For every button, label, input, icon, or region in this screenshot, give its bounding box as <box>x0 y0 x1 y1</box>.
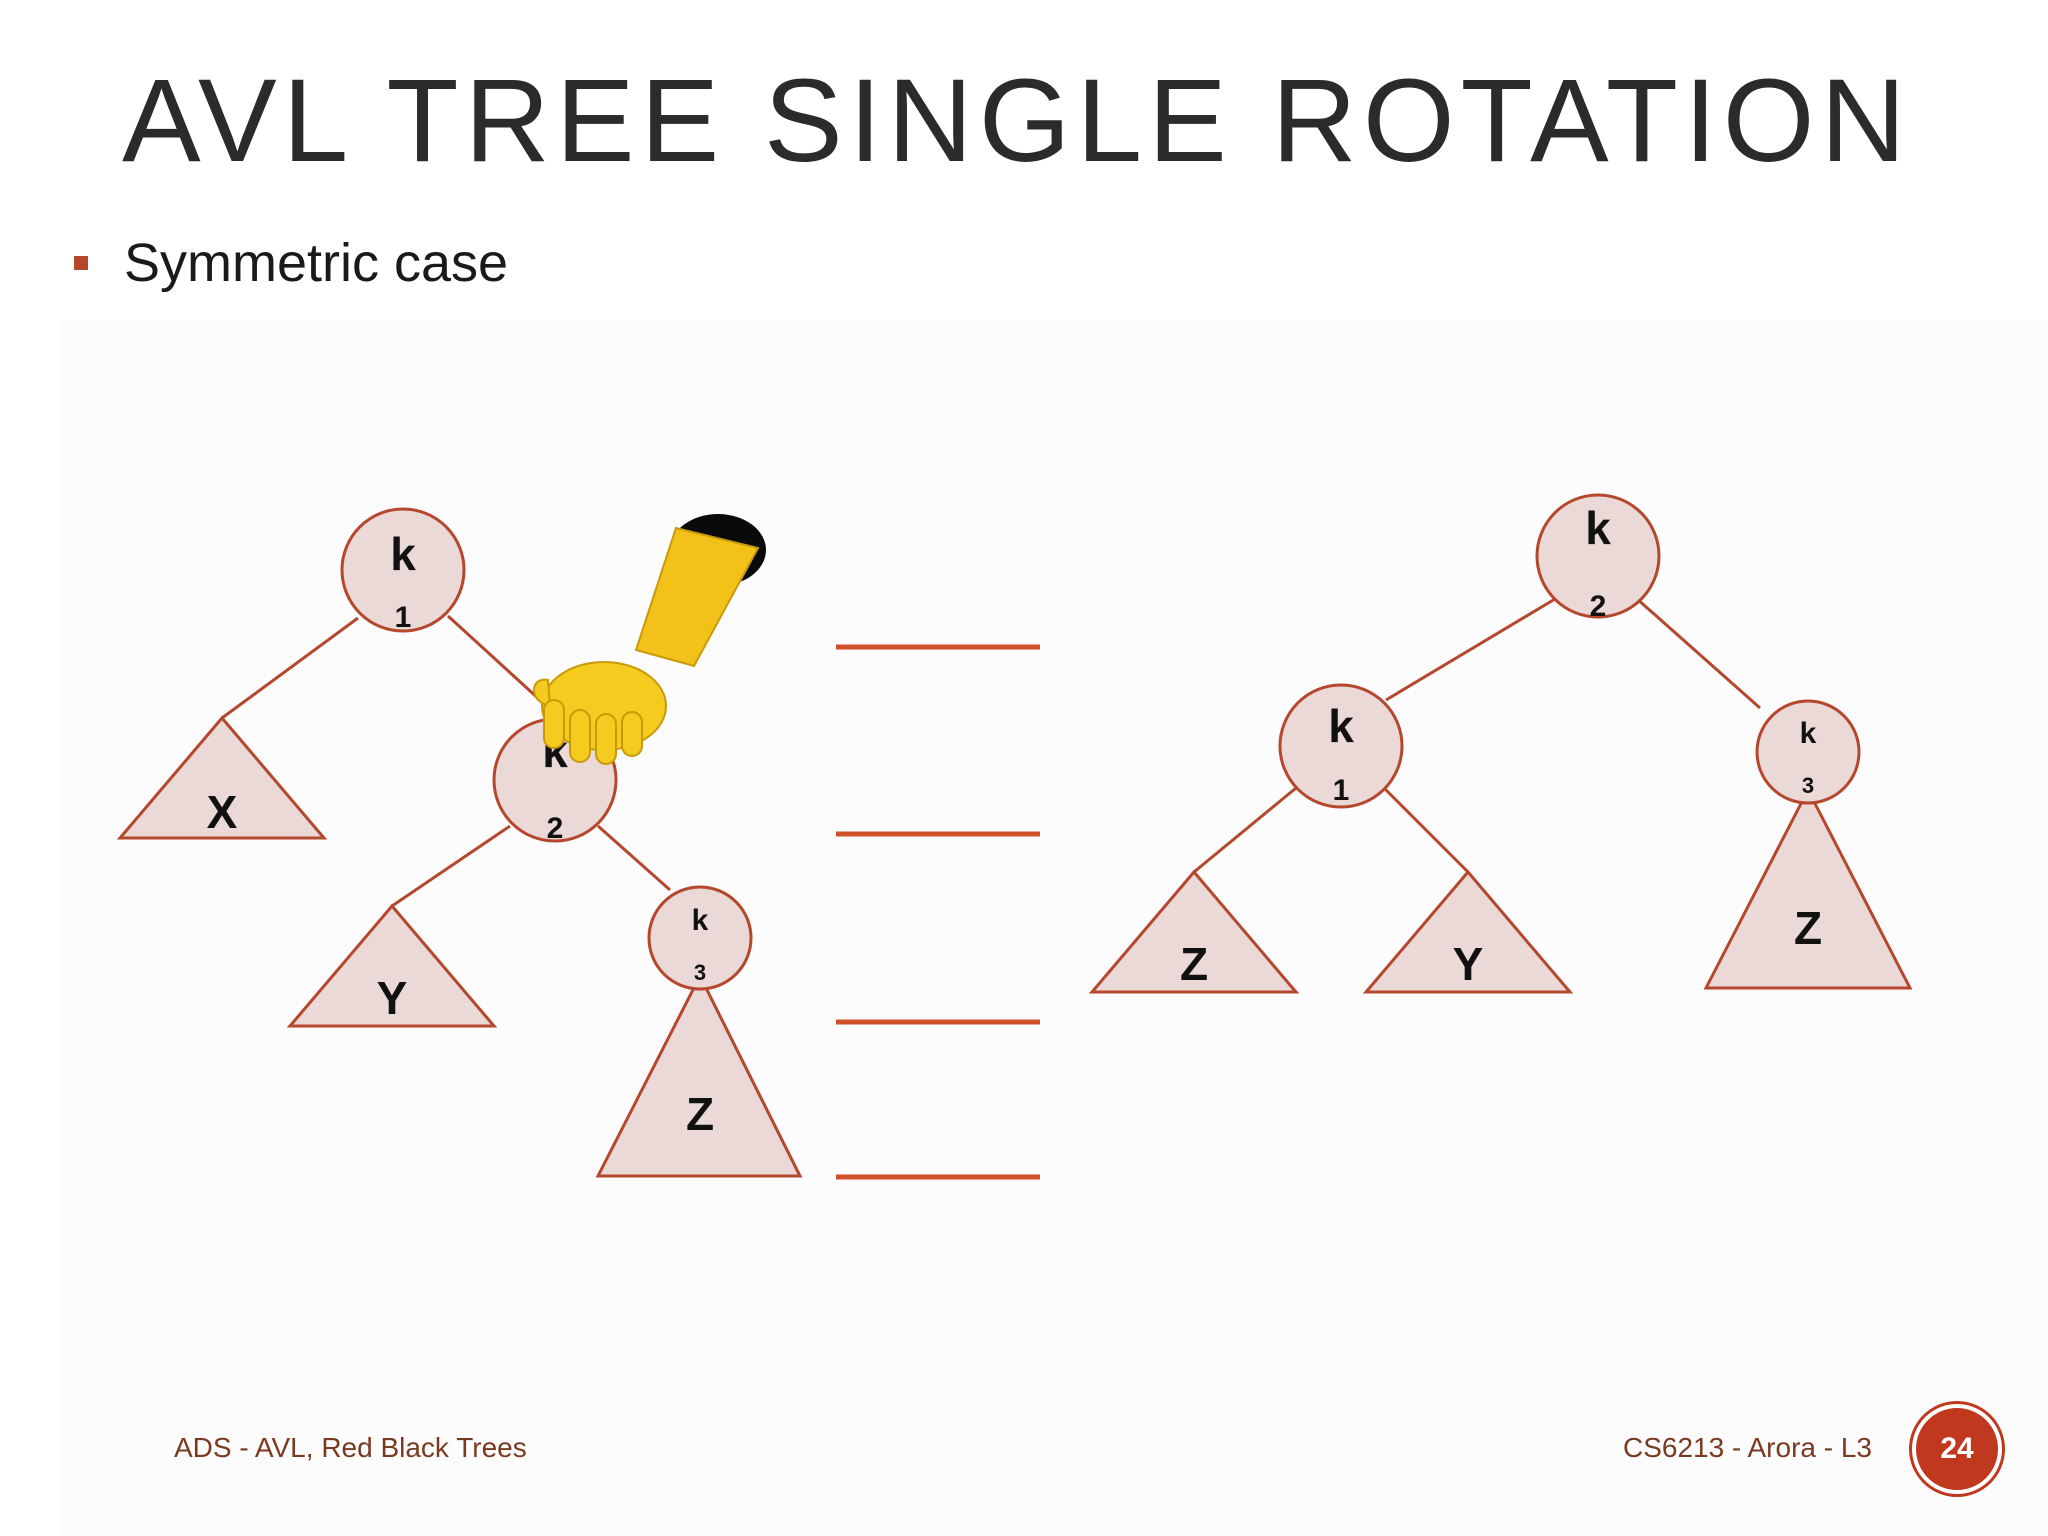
subtree-x-label: X <box>207 786 238 838</box>
subtree-y <box>1362 869 1574 994</box>
bullet-square-icon <box>74 256 88 270</box>
subtree-z <box>595 972 803 1178</box>
edge-k2-k3 <box>1635 596 1761 710</box>
subtree-y-label: Y <box>1453 938 1484 990</box>
node-k2-letter: k <box>1585 502 1611 554</box>
subtree-z-label: Z <box>686 1088 714 1140</box>
yellow-glove-icon <box>533 514 766 765</box>
after-tree: Z Y Z k 2 k 1 k 3 <box>1088 493 1913 994</box>
edge-k1-x <box>221 616 359 720</box>
node-k3-letter: k <box>1800 717 1817 750</box>
footer-course-code: CS6213 - Arora - L3 <box>1622 1432 1872 1463</box>
edge-k2-k1 <box>1385 594 1561 702</box>
subtree-z-left <box>1088 869 1300 994</box>
node-k3-sub: 3 <box>694 960 706 985</box>
node-k3 <box>647 885 753 991</box>
subtree-y-label: Y <box>377 972 408 1024</box>
before-tree: X Y Z k 1 k 2 k 3 <box>116 507 803 1178</box>
subtree-z-left-label: Z <box>1180 938 1208 990</box>
footer-course-title: ADS - AVL, Red Black Trees <box>174 1432 527 1463</box>
node-k1 <box>340 507 466 633</box>
edge-k1-z <box>1193 786 1297 874</box>
subtree-z-right-label: Z <box>1794 902 1822 954</box>
bullet-item: Symmetric case <box>74 232 508 294</box>
node-k1 <box>1278 683 1404 809</box>
subtree-y <box>286 903 498 1028</box>
node-k1-sub: 1 <box>395 601 412 634</box>
node-k1-sub: 1 <box>1333 774 1350 807</box>
node-k1-letter: k <box>1328 700 1354 752</box>
edge-k1-k2 <box>446 614 542 702</box>
subtree-x <box>116 715 328 840</box>
node-k2-sub: 2 <box>547 812 564 845</box>
node-k3-letter: k <box>692 904 709 937</box>
level-guide-lines <box>836 644 1040 1180</box>
node-k1-letter: k <box>390 528 416 580</box>
edge-k1-y <box>1382 786 1470 874</box>
subtree-z-right <box>1703 786 1913 990</box>
edge-k2-k3 <box>597 824 671 892</box>
edge-k2-y <box>391 824 511 908</box>
node-k3-sub: 3 <box>1802 773 1814 798</box>
node-k2 <box>1535 493 1661 619</box>
node-k3 <box>1755 699 1861 805</box>
page-number-badge: 24 <box>1912 1404 2002 1494</box>
slide-title: AVL TREE SINGLE ROTATION <box>122 55 1912 187</box>
bullet-text: Symmetric case <box>124 233 509 293</box>
node-k2-sub: 2 <box>1590 590 1607 623</box>
